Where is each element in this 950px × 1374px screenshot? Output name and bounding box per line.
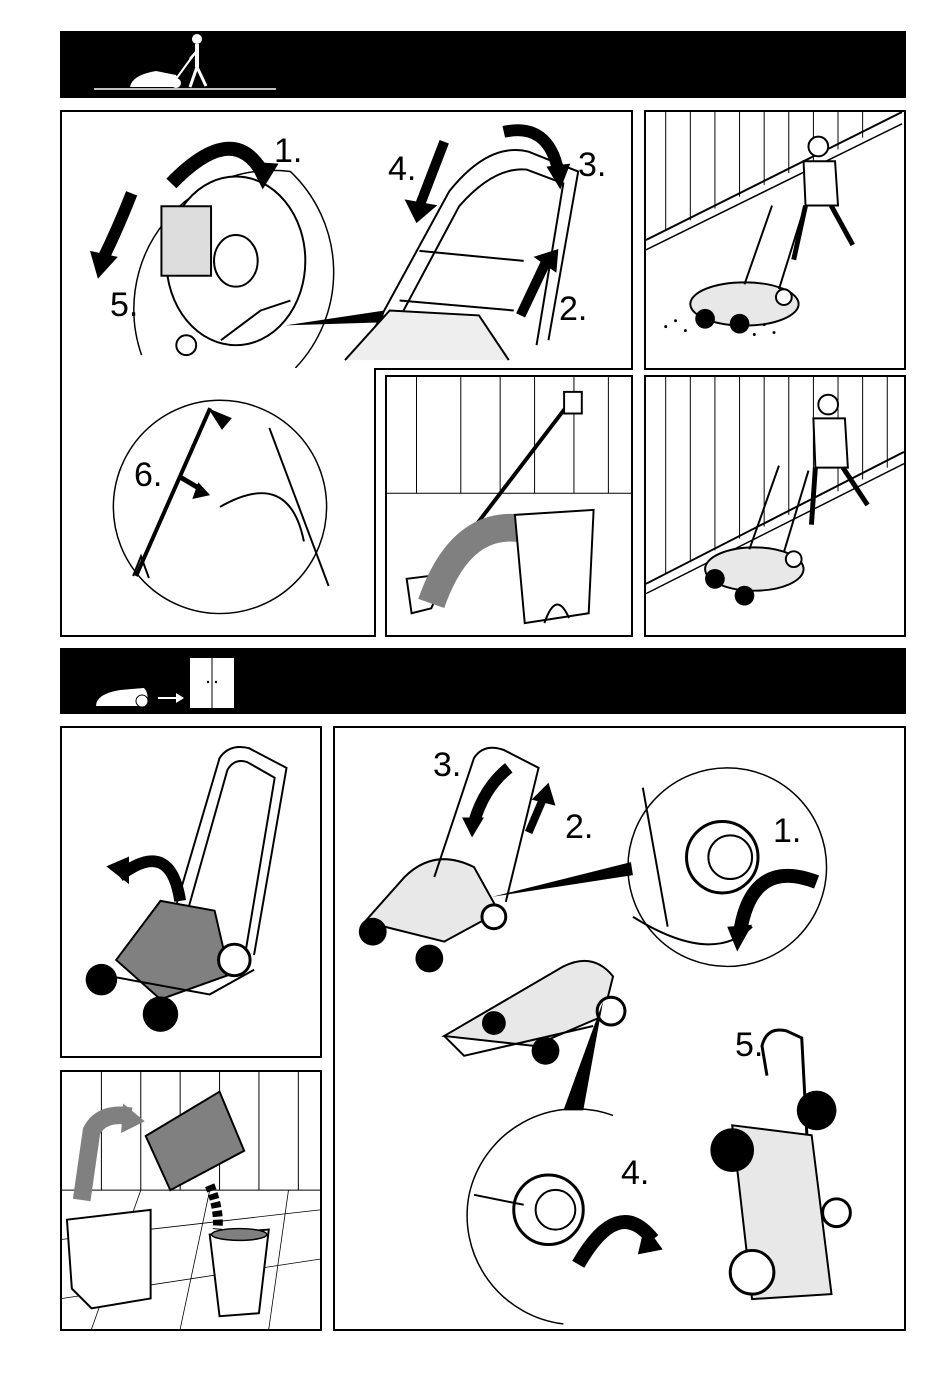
handle-assembly-illustration [62,112,631,370]
step-label-4: 4. [388,152,416,186]
panel-sweeping-along-wall [644,110,906,370]
step-label-3: 3. [578,148,606,182]
storage-step-label-1: 1. [773,814,801,848]
emptying-hopper-illustration [62,1072,320,1329]
panel-divider [374,368,633,370]
operator-fence-sweeping-illustration [646,377,904,635]
folding-for-storage-illustration [335,728,904,1329]
panel-hopper-removal [385,375,633,637]
hopper-removal-illustration [387,377,631,635]
section-banner-operation [60,31,906,98]
panel-hopper-lift [60,726,322,1058]
section-banner-storage [60,648,906,714]
panel-handle-clip: 6. [60,368,376,637]
step-label-6: 6. [134,458,162,492]
panel-sweeping-with-fence [644,375,906,637]
hopper-lift-illustration [62,728,320,1056]
panel-handle-assembly: 1. 2. 3. 4. 5. [60,110,633,370]
storage-step-label-3: 3. [433,748,461,782]
handle-clip-illustration [62,368,374,635]
sweeper-to-storage-cabinet-icon [60,648,906,714]
panel-folding-for-storage: 1. 2. 3. 4. 5. [333,726,906,1331]
storage-step-label-4: 4. [621,1156,649,1190]
step-label-2: 2. [559,292,587,326]
storage-step-label-5: 5. [735,1028,763,1062]
operator-sweeping-illustration [646,112,904,368]
step-label-5: 5. [110,288,138,322]
storage-step-label-2: 2. [565,810,593,844]
walking-operator-with-sweeper-icon [60,31,906,98]
step-label-1: 1. [274,134,302,168]
panel-emptying-hopper [60,1070,322,1331]
panel-divider [374,368,376,637]
